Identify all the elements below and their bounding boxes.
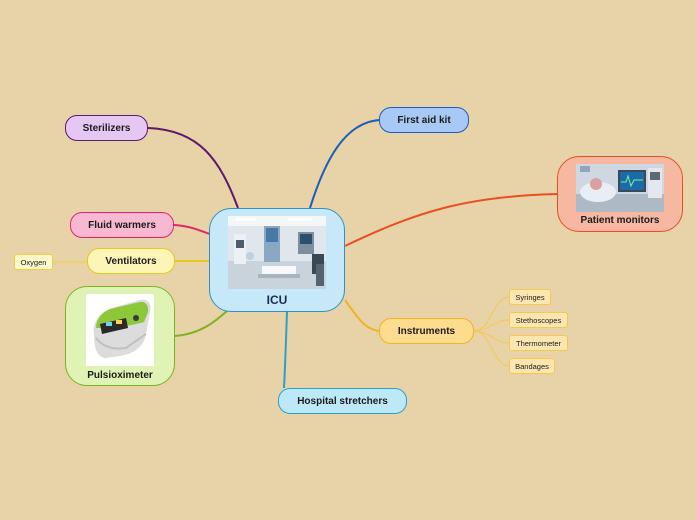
pulse-oximeter-photo-icon xyxy=(86,294,154,366)
connector-fluid-warmers xyxy=(173,224,211,235)
node-pulsioximeter[interactable]: Pulsioximeter xyxy=(65,286,175,386)
connector-patient-monitors xyxy=(344,193,559,247)
connector-instruments xyxy=(344,299,381,332)
node-thermometer[interactable]: Thermometer xyxy=(509,335,568,351)
connector-bandages xyxy=(473,330,510,367)
node-fluid-warmers-label: Fluid warmers xyxy=(88,219,156,231)
node-patient-monitors-label: Patient monitors xyxy=(580,215,660,226)
node-bandages[interactable]: Bandages xyxy=(509,358,555,374)
connector-hospital-stretchers xyxy=(283,311,288,389)
node-ventilators-label: Ventilators xyxy=(105,255,157,267)
node-ventilators[interactable]: Ventilators xyxy=(87,248,175,274)
node-first-aid-kit-label: First aid kit xyxy=(397,114,451,126)
node-sterilizers-label: Sterilizers xyxy=(82,122,131,134)
node-fluid-warmers[interactable]: Fluid warmers xyxy=(70,212,174,238)
connector-pulsioximeter xyxy=(174,309,229,337)
node-instruments-label: Instruments xyxy=(397,325,456,337)
node-oxygen[interactable]: Oxygen xyxy=(14,254,53,270)
node-stethoscopes-label: Stethoscopes xyxy=(515,315,562,325)
central-node-label: ICU xyxy=(266,293,288,307)
central-node-icu[interactable]: ICU xyxy=(209,208,345,312)
node-sterilizers[interactable]: Sterilizers xyxy=(65,115,148,141)
node-bandages-label: Bandages xyxy=(515,361,549,371)
connector-sterilizers xyxy=(147,127,239,209)
node-patient-monitors[interactable]: Patient monitors xyxy=(557,156,683,232)
node-instruments[interactable]: Instruments xyxy=(379,318,474,344)
node-first-aid-kit[interactable]: First aid kit xyxy=(379,107,469,133)
patient-monitor-photo-icon xyxy=(576,164,664,212)
connector-syringes xyxy=(473,296,510,332)
node-hospital-stretchers[interactable]: Hospital stretchers xyxy=(278,388,407,414)
connector-stethoscopes xyxy=(473,319,510,332)
node-thermometer-label: Thermometer xyxy=(515,338,561,348)
node-pulsioximeter-label: Pulsioximeter xyxy=(87,370,153,381)
node-syringes[interactable]: Syringes xyxy=(509,289,551,305)
node-oxygen-label: Oxygen xyxy=(20,257,47,267)
node-hospital-stretchers-label: Hospital stretchers xyxy=(297,395,388,407)
icu-room-photo-icon xyxy=(228,216,326,289)
node-syringes-label: Syringes xyxy=(515,292,545,302)
connector-first-aid-kit xyxy=(309,119,381,209)
node-stethoscopes[interactable]: Stethoscopes xyxy=(509,312,568,328)
